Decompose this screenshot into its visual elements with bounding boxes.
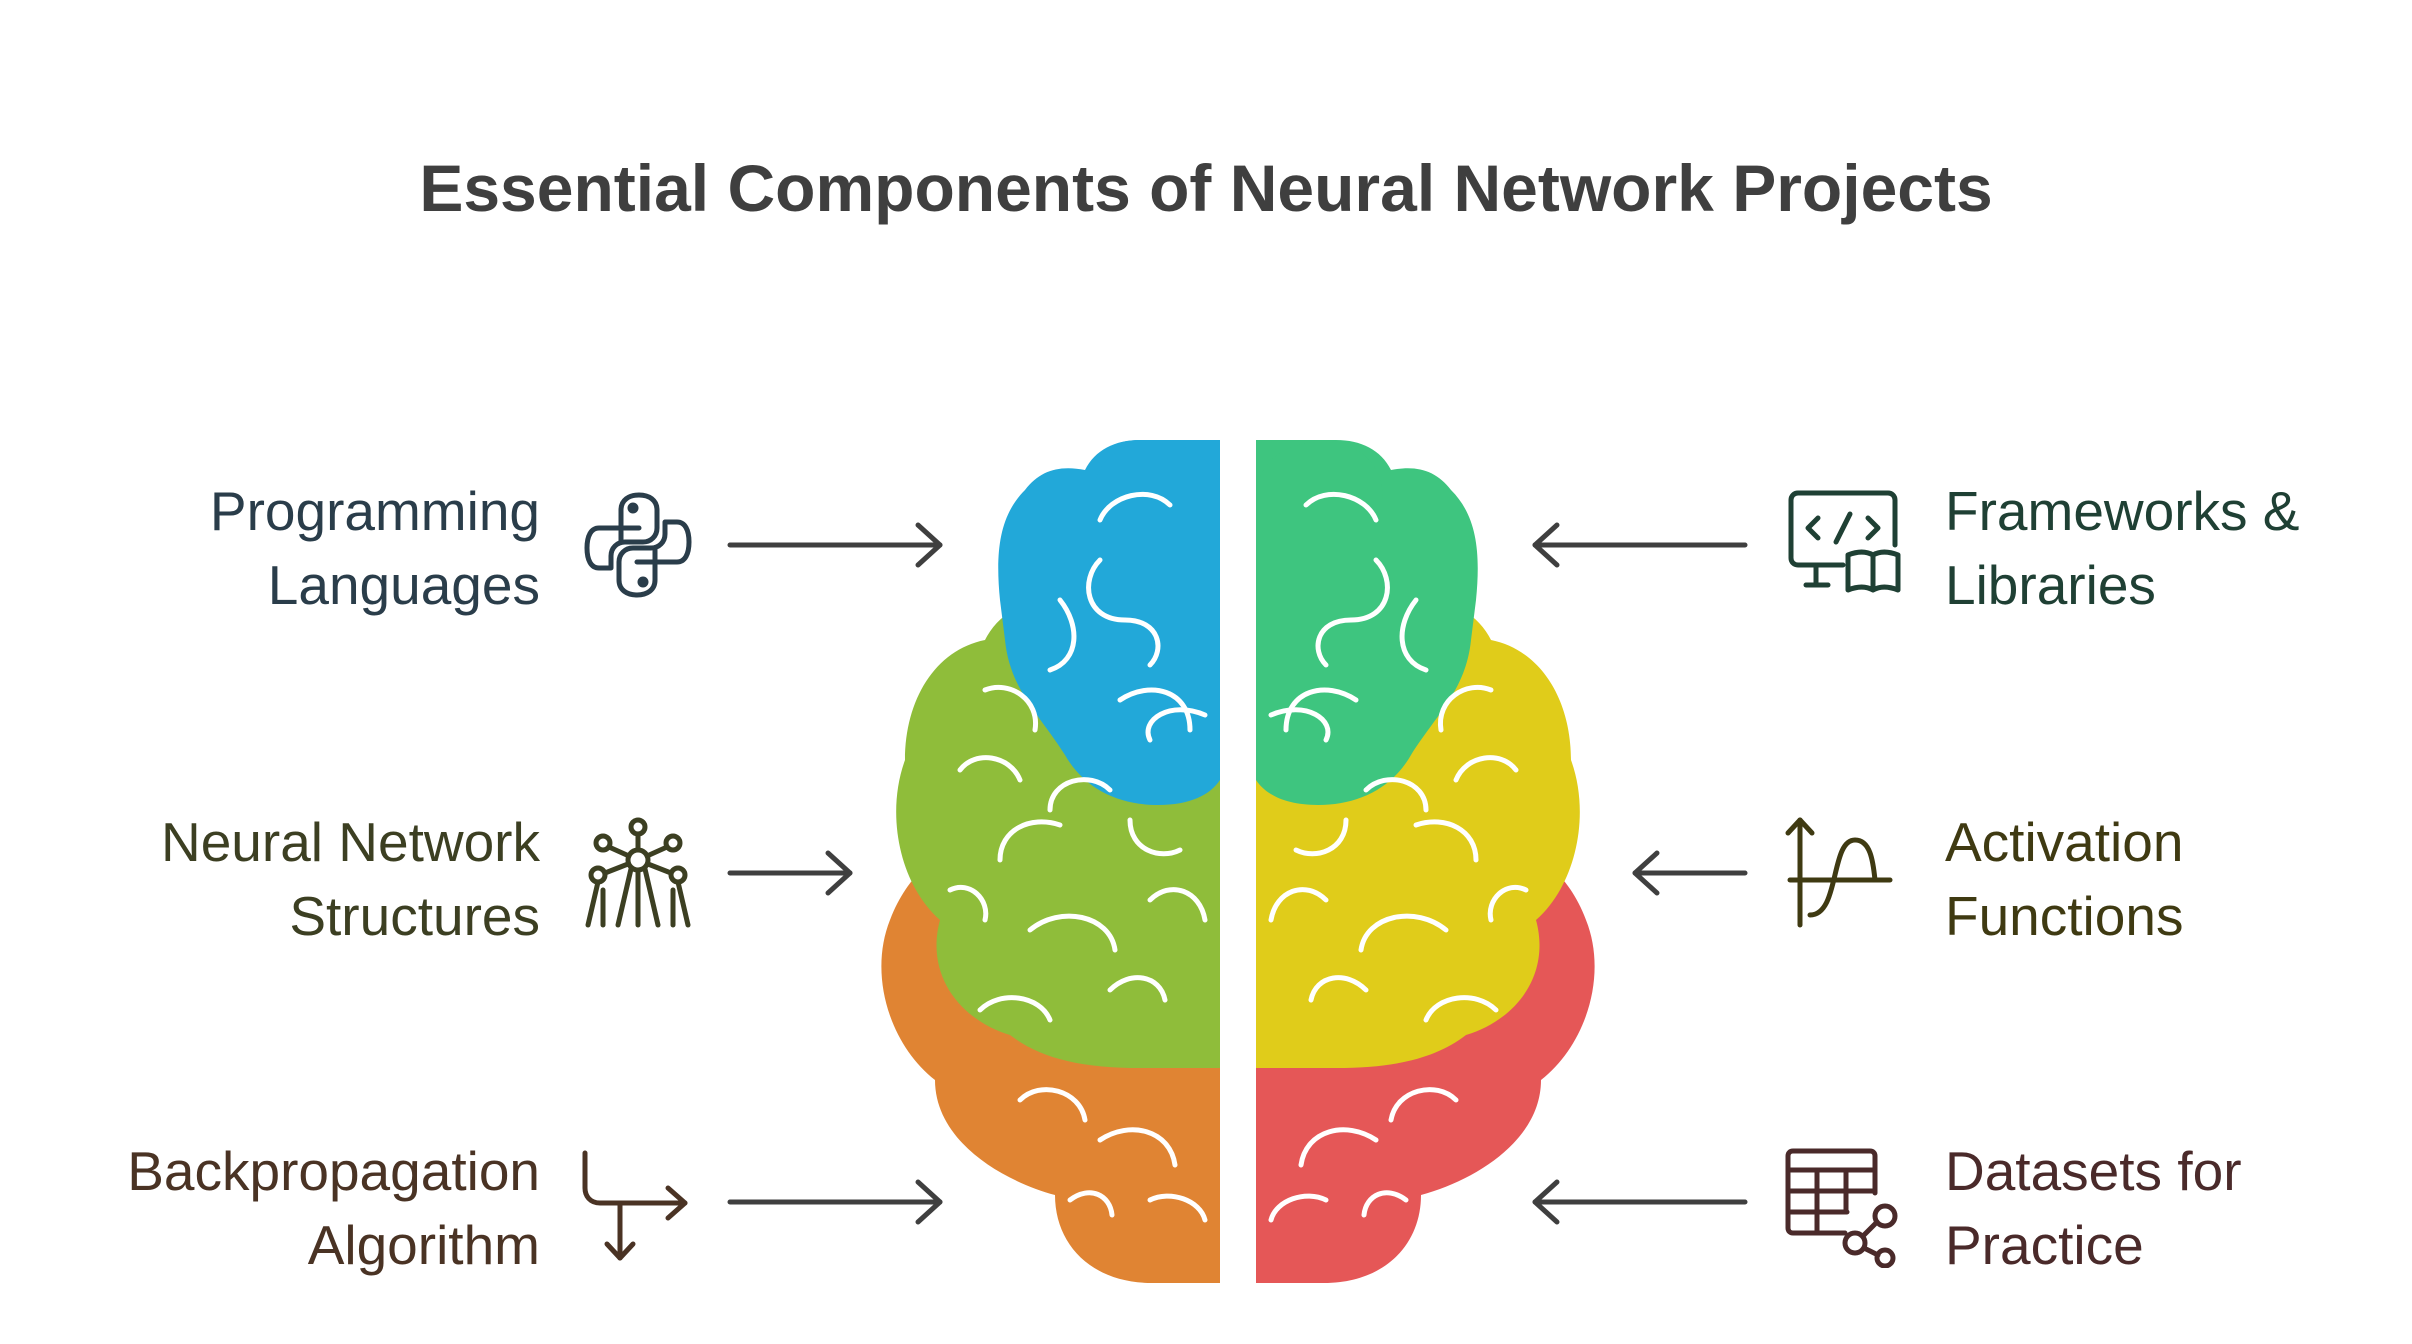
label-programming-languages: Programming Languages	[210, 474, 540, 622]
brain-folds	[947, 491, 1529, 1223]
label-line-2: Functions	[1945, 885, 2184, 947]
label-datasets-practice: Datasets for Practice	[1945, 1134, 2242, 1282]
arrow-programming	[727, 522, 943, 568]
page-title: Essential Components of Neural Network P…	[419, 151, 1993, 225]
lobe-blue-cap	[1093, 442, 1220, 560]
arrow-structures	[727, 850, 853, 896]
arrow-frameworks	[1532, 522, 1748, 568]
python-icon	[584, 492, 692, 598]
arrow-activation	[1632, 850, 1748, 896]
arrow-backprop	[727, 1179, 943, 1225]
label-line-1: Frameworks &	[1945, 480, 2300, 542]
label-backpropagation-algorithm: Backpropagation Algorithm	[127, 1134, 540, 1282]
label-line-2: Languages	[267, 554, 540, 616]
label-line-2: Algorithm	[307, 1214, 540, 1276]
code-monitor-book-icon	[1788, 490, 1901, 593]
atomium-network-icon	[585, 817, 691, 928]
lobe-green-light-cap	[1256, 442, 1383, 560]
label-line-2: Structures	[289, 885, 540, 947]
label-line-2: Libraries	[1945, 554, 2156, 616]
right-hemisphere	[1256, 440, 1595, 1283]
table-share-icon	[1785, 1148, 1898, 1268]
label-line-1: Backpropagation	[127, 1140, 540, 1202]
label-neural-network-structures: Neural Network Structures	[161, 805, 540, 953]
arrow-datasets	[1532, 1179, 1748, 1225]
label-frameworks-libraries: Frameworks & Libraries	[1945, 474, 2300, 622]
sigmoid-graph-icon	[1785, 817, 1893, 928]
left-hemisphere	[881, 440, 1220, 1283]
label-line-1: Neural Network	[160, 811, 540, 873]
branch-arrow-icon	[582, 1150, 688, 1261]
label-line-1: Activation	[1945, 811, 2184, 873]
label-line-2: Practice	[1945, 1214, 2144, 1276]
label-line-1: Datasets for	[1945, 1140, 2242, 1202]
label-activation-functions: Activation Functions	[1945, 805, 2183, 953]
label-line-1: Programming	[209, 480, 540, 542]
